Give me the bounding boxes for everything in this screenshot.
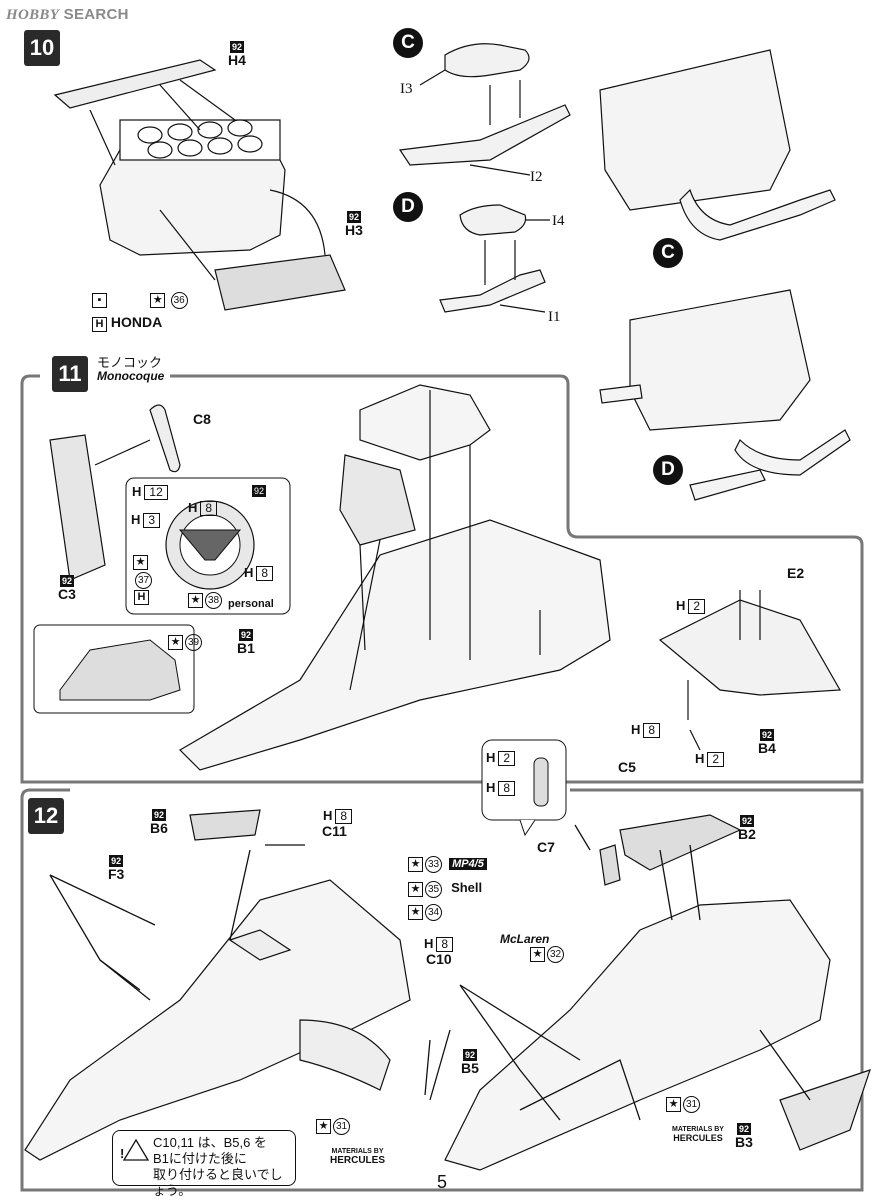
decal-35-callout: ★35 Shell [408,880,482,898]
decal-34-callout: ★34 [408,904,442,921]
honda-h-icon: H [92,317,107,332]
step-10-number: 10 [24,30,60,66]
star-icon: ★ [316,1119,331,1134]
star-icon: ★ [408,882,423,897]
decal-33-callout: ★33 MP4/5 [408,856,487,873]
decal-31b-callout: ★31 [666,1096,700,1113]
watermark: HOBBY SEARCH [6,6,129,24]
star-icon: ★ [530,947,545,962]
part-i1-label: I1 [548,309,561,325]
watermark-text: SEARCH [63,6,129,23]
part-e2-label: E2 [787,565,805,581]
warning-icon: ! [120,1146,125,1161]
part-c7-label: C7 [537,839,555,855]
sub-assembly-c-ref: C [653,238,683,268]
step-11-number: 11 [52,356,88,392]
step-11-title-en: Monocoque [97,369,165,383]
sub-assembly-c-marker: C [393,28,423,58]
watermark-logo: HOBBY [6,7,60,23]
part-c10-label: C10 [426,951,452,967]
part-c8-label: C8 [193,411,211,427]
star-icon: ★ [666,1097,681,1112]
sub-assembly-d-ref: D [653,455,683,485]
decal-icon: ▪ [92,293,107,308]
part-c5-label: C5 [618,759,636,775]
color-code: 92 [759,729,774,741]
color-code: 92 [462,1049,477,1061]
color-code: 92 [151,809,166,821]
sub-assembly-d-marker: D [393,192,423,222]
decal-36-callout: ▪ ★ 36 [92,292,188,309]
mp45-logo: MP4/5 [449,858,487,870]
note-line-3: 取り付けると良いでしょう。 [153,1167,283,1198]
assembly-tip-note: C10,11 は、B5,6 を B1に付けた後に 取り付けると良いでしょう。 [112,1130,296,1198]
star-icon: ★ [150,293,166,308]
star-icon: ★ [408,857,423,872]
color-code: 92 [739,815,754,827]
step-12-number: 12 [28,798,64,834]
color-code: 92 [736,1123,751,1135]
color-code: 92 [59,575,74,587]
note-line-1: C10,11 は、B5,6 を [153,1135,267,1150]
shell-logo: Shell [451,880,483,895]
step-11-title-jp: モノコック [97,355,163,370]
personal-sponsor: personal [228,598,274,610]
wheel-color-code: 92 [252,485,267,497]
color-code: 92 [346,211,361,223]
decal-37-callout: ★37 [133,552,152,589]
star-icon: ★ [188,593,203,608]
color-code: 92 [229,41,244,53]
part-i3-label: I3 [400,81,413,97]
part-i4-label: I4 [552,213,565,229]
honda-logo: H HONDA [92,314,162,332]
page-number: 5 [437,1172,448,1192]
star-icon: ★ [168,635,183,650]
note-line-2: B1に付けた後に [153,1151,247,1166]
part-c11-label: C11 [322,823,347,839]
decal-31a-callout: ★31 [316,1118,350,1135]
star-icon: ★ [408,905,423,920]
part-i2-label: I2 [530,169,543,185]
mclaren-logo: McLaren [500,932,550,946]
color-code: 92 [238,629,253,641]
decal-number: 36 [170,292,188,309]
honda-small-logo: H [134,590,149,605]
decal-32-callout: ★32 [530,946,564,963]
decal-39-callout: ★39 [168,632,202,651]
color-code: 92 [109,855,124,867]
honda-text: HONDA [110,314,163,330]
decal-38-callout: ★38 [188,590,222,609]
star-icon: ★ [133,555,148,570]
